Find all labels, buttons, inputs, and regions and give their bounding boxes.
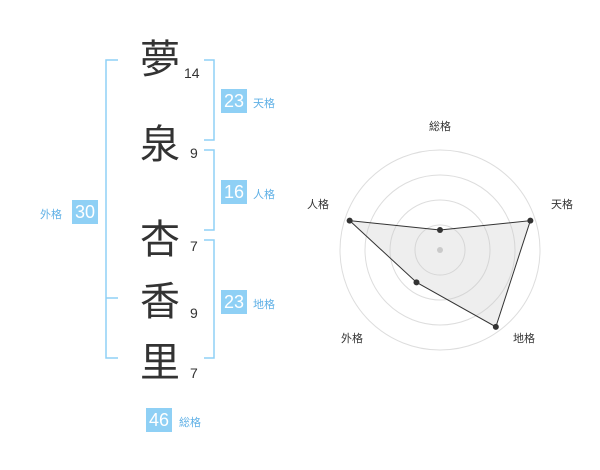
chikaku-value: 23 <box>221 290 247 314</box>
radar-ring <box>414 224 466 276</box>
jinkaku-value: 16 <box>221 180 247 204</box>
chikaku-label: 地格 <box>253 298 275 311</box>
stroke-count-5: 7 <box>190 365 198 381</box>
name-char-2: 泉 <box>140 122 180 168</box>
radar-center <box>437 247 443 253</box>
radar-axis-label-5: 人格 <box>307 197 329 211</box>
name-char-3: 杏 <box>140 217 180 263</box>
radar-axis-label-1: 総格 <box>429 119 451 133</box>
stroke-count-1: 14 <box>184 65 200 81</box>
name-char-5: 里 <box>140 340 180 386</box>
soukaku-label: 総格 <box>179 416 201 429</box>
radar-ring <box>364 174 516 326</box>
gaikaku-value: 30 <box>72 200 98 224</box>
name-char-1: 夢 <box>140 37 180 83</box>
gaikaku-label: 外格 <box>40 208 62 221</box>
stroke-count-2: 9 <box>190 145 198 161</box>
tenkaku-value: 23 <box>221 89 247 113</box>
stroke-count-3: 7 <box>190 238 198 254</box>
stroke-count-4: 9 <box>190 305 198 321</box>
radar-axis-label-3: 地格 <box>513 331 535 345</box>
tenkaku-label: 天格 <box>253 97 275 110</box>
radar-point-1 <box>437 227 443 233</box>
jinkaku-label: 人格 <box>253 188 275 201</box>
radar-point-3 <box>492 323 499 330</box>
radar-ring <box>389 199 491 301</box>
radar-axis-label-4: 外格 <box>341 331 363 345</box>
radar-point-2 <box>527 217 534 224</box>
radar-series <box>348 219 532 328</box>
name-char-4: 香 <box>140 279 180 325</box>
radar-point-4 <box>413 279 420 286</box>
radar-ring <box>339 149 541 351</box>
radar-axis-label-2: 天格 <box>551 197 573 211</box>
soukaku-value: 46 <box>146 408 172 432</box>
radar-point-5 <box>346 217 353 224</box>
